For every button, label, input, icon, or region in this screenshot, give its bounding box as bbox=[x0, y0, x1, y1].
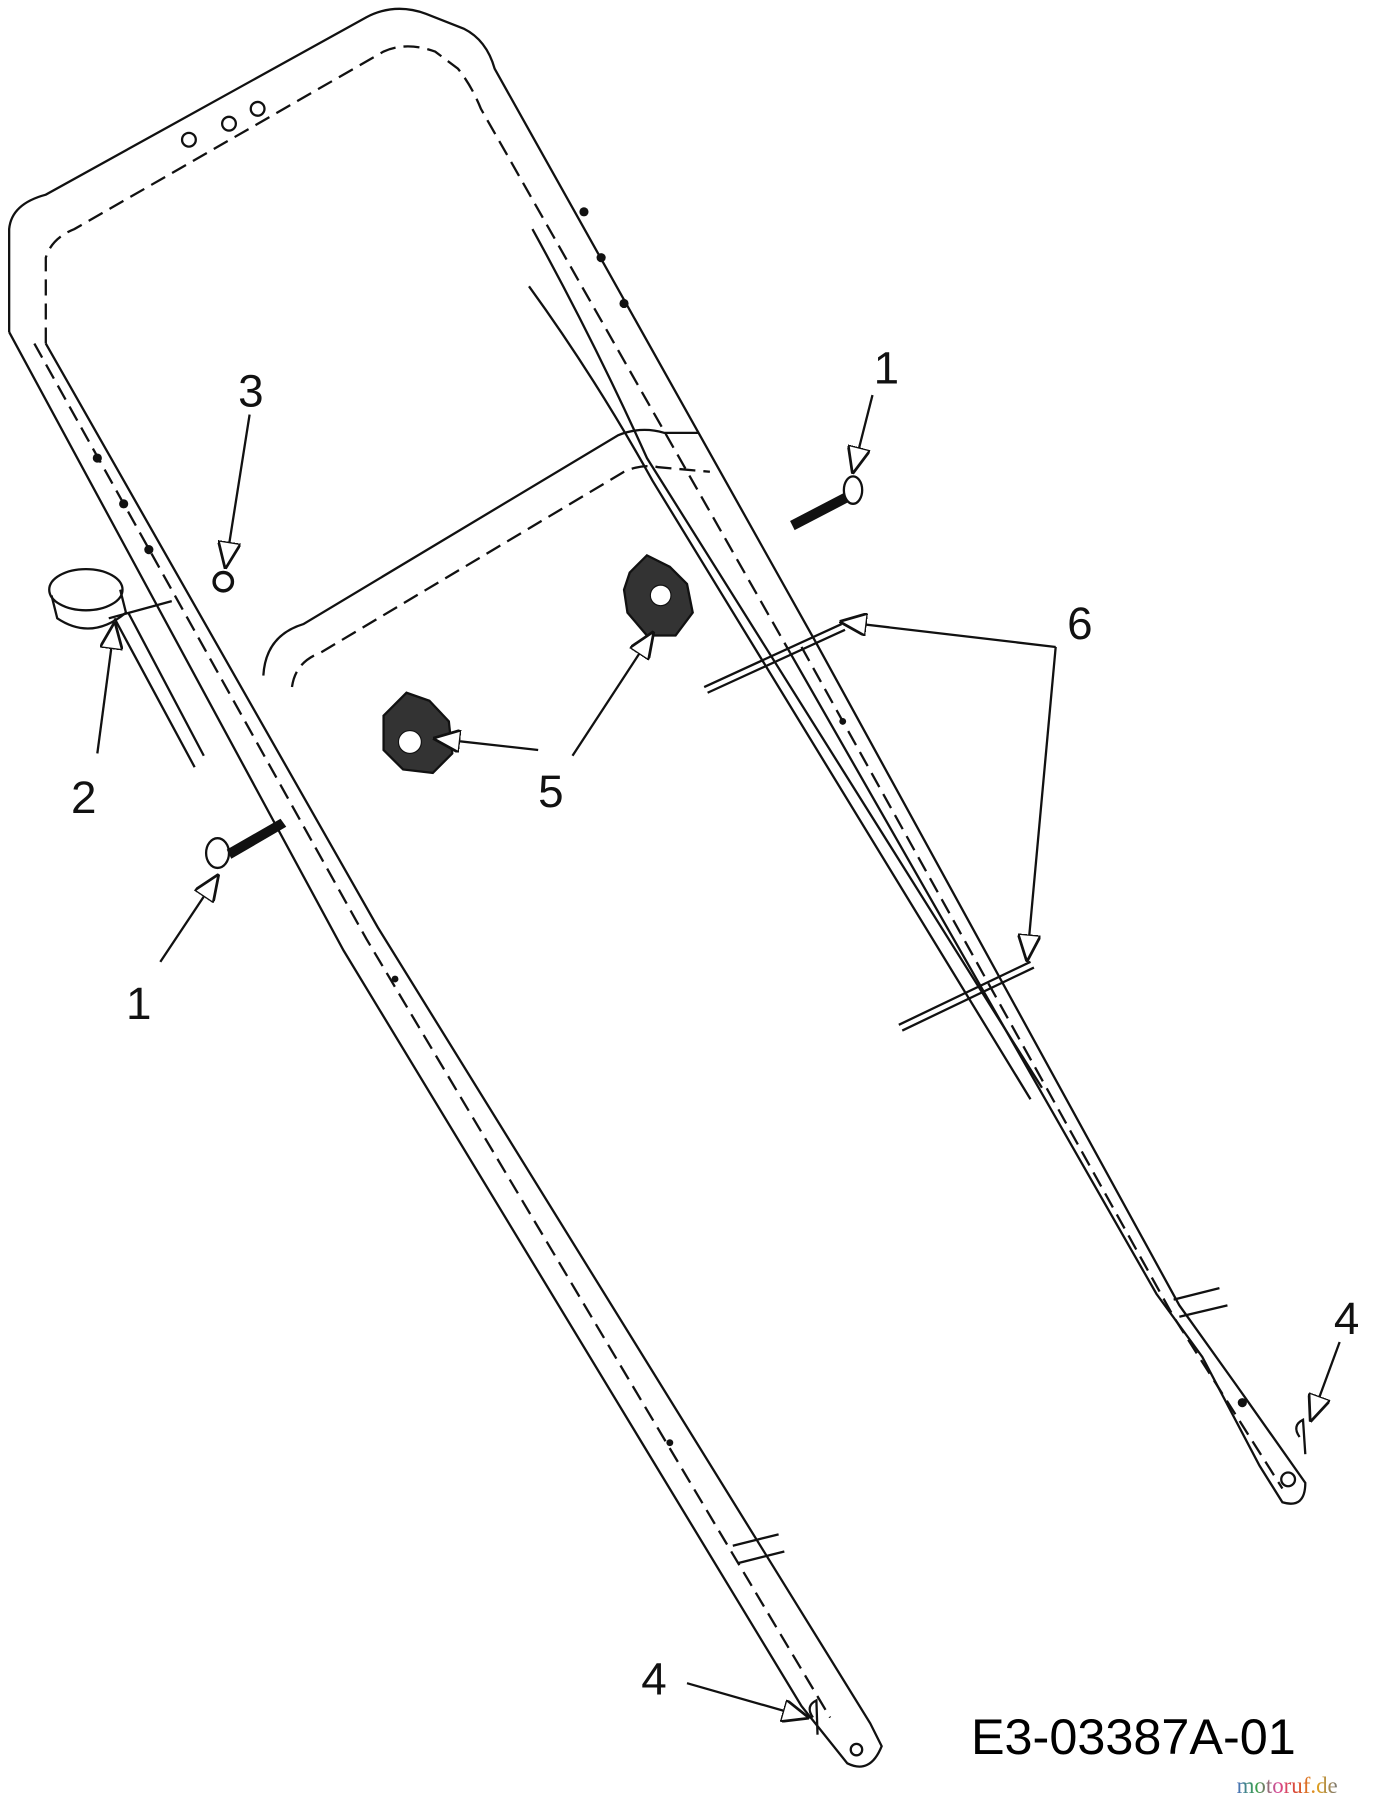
hairpin-clips bbox=[808, 1418, 1307, 1735]
star-knob-upper bbox=[622, 553, 694, 637]
callout-4-bottom: 4 bbox=[641, 1654, 666, 1705]
star-knob-lower bbox=[382, 691, 454, 775]
drawing-code: E3-03387A-01 bbox=[971, 1708, 1296, 1765]
callout-1-left: 1 bbox=[126, 978, 151, 1029]
callout-1-right: 1 bbox=[874, 343, 899, 394]
cable-ties bbox=[703, 623, 1035, 1032]
callout-6: 6 bbox=[1067, 598, 1092, 649]
bolt-right bbox=[790, 475, 864, 531]
callout-4-right: 4 bbox=[1334, 1293, 1359, 1344]
leader-lines bbox=[96, 394, 1341, 1717]
bolt-left bbox=[204, 818, 287, 870]
watermark-logo: motoruf.de bbox=[1237, 1773, 1338, 1798]
cable-guide-knob bbox=[48, 567, 205, 768]
upper-handle bbox=[8, 7, 1307, 1768]
callout-2: 2 bbox=[71, 772, 96, 823]
callout-3: 3 bbox=[238, 366, 263, 417]
nut bbox=[212, 570, 235, 593]
callout-5: 5 bbox=[538, 766, 563, 817]
